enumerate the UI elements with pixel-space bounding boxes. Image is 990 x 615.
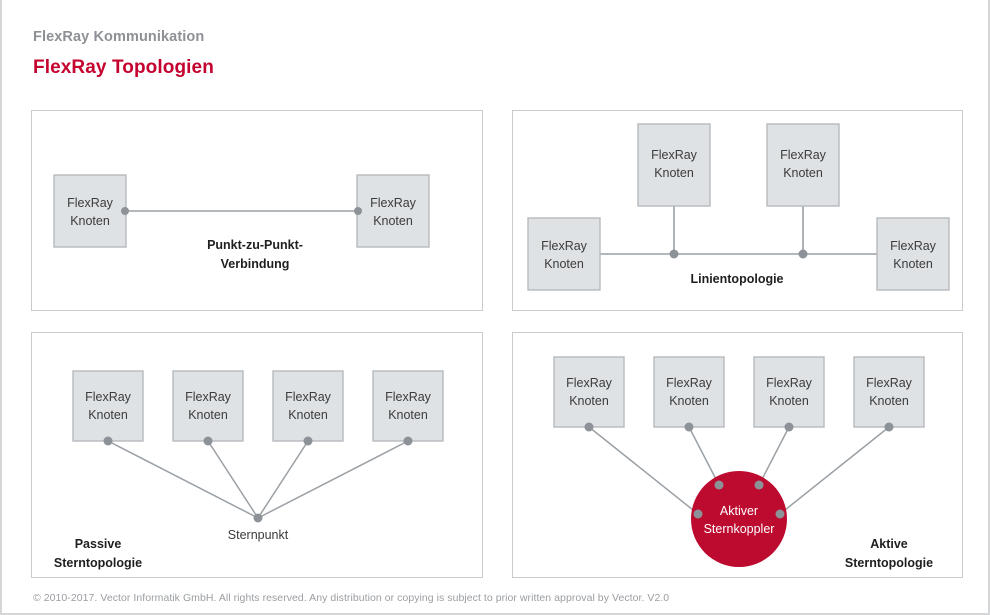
coupler-port-dot (775, 509, 785, 519)
star-leg (207, 440, 259, 519)
node-box[interactable] (53, 174, 127, 248)
panel-caption-line2: Sterntopologie (54, 556, 142, 570)
node-label-line1: FlexRay (67, 196, 114, 210)
node-box[interactable] (72, 370, 144, 442)
footer-copyright: © 2010-2017. Vector Informatik GmbH. All… (33, 592, 670, 604)
node-box[interactable] (553, 356, 625, 428)
node-label-line1: FlexRay (185, 390, 232, 404)
node-label-line2: Knoten (569, 394, 609, 408)
star-leg (688, 426, 720, 486)
panel-point-to-point: FlexRay Knoten FlexRay Knoten Punkt-zu-P… (31, 110, 483, 311)
panel-line-topology: FlexRay Knoten FlexRay Knoten FlexRay Kn… (512, 110, 963, 311)
node-box[interactable] (766, 123, 840, 207)
node-label-line2: Knoten (88, 408, 128, 422)
panel-active-star: Aktiver Sternkoppler FlexRay Knoten Flex… (512, 332, 963, 578)
node-label-line1: FlexRay (780, 148, 827, 162)
star-leg (257, 440, 309, 519)
node-label-line2: Knoten (654, 166, 694, 180)
node-box[interactable] (637, 123, 711, 207)
node-box[interactable] (653, 356, 725, 428)
diagram-line-topology: FlexRay Knoten FlexRay Knoten FlexRay Kn… (527, 123, 950, 291)
star-leg (779, 426, 890, 515)
node-label-line1: FlexRay (766, 376, 813, 390)
node-label-line1: FlexRay (85, 390, 132, 404)
panel-caption-line2: Verbindung (221, 257, 290, 271)
node-label-line1: FlexRay (370, 196, 417, 210)
connector-dot (103, 436, 113, 446)
node-label-line2: Knoten (769, 394, 809, 408)
node-label-line1: FlexRay (666, 376, 713, 390)
node-label-line1: FlexRay (566, 376, 613, 390)
connector-dot (403, 436, 413, 446)
panel-caption-line1: Passive (75, 537, 122, 551)
node-label-line2: Knoten (893, 257, 933, 271)
star-leg (107, 440, 259, 519)
star-point-label: Sternpunkt (228, 528, 289, 542)
connector-dot (354, 207, 362, 215)
coupler-port-dot (693, 509, 703, 519)
diagram-passive-star: FlexRay Knoten FlexRay Knoten FlexRay Kn… (54, 370, 444, 570)
node-label-line1: FlexRay (866, 376, 913, 390)
active-star-coupler[interactable] (691, 471, 787, 567)
panel-caption-line2: Sterntopologie (845, 556, 933, 570)
connector-dot (584, 422, 594, 432)
panel-caption-line1: Linientopologie (690, 272, 783, 286)
node-label-line2: Knoten (70, 214, 110, 228)
connector-dot (203, 436, 213, 446)
panel-caption-line1: Punkt-zu-Punkt- (207, 238, 303, 252)
star-point-dot (253, 513, 263, 523)
node-box[interactable] (853, 356, 925, 428)
junction-dot (669, 249, 679, 259)
star-leg (257, 440, 409, 519)
node-box[interactable] (372, 370, 444, 442)
page-title: FlexRay Topologien (33, 57, 214, 78)
node-label-line2: Knoten (544, 257, 584, 271)
node-label-line1: FlexRay (541, 239, 588, 253)
slide-eyebrow: FlexRay Kommunikation (33, 29, 205, 45)
panel-passive-star: FlexRay Knoten FlexRay Knoten FlexRay Kn… (31, 332, 483, 578)
node-box[interactable] (876, 217, 950, 291)
node-box[interactable] (527, 217, 601, 291)
coupler-label-line1: Aktiver (720, 504, 758, 518)
node-label-line1: FlexRay (285, 390, 332, 404)
node-label-line2: Knoten (669, 394, 709, 408)
node-label-line2: Knoten (373, 214, 413, 228)
diagram-point-to-point: FlexRay Knoten FlexRay Knoten Punkt-zu-P… (53, 174, 430, 271)
junction-dot (798, 249, 808, 259)
panel-caption-line1: Aktive (870, 537, 908, 551)
node-label-line1: FlexRay (651, 148, 698, 162)
node-label-line2: Knoten (288, 408, 328, 422)
node-label-line2: Knoten (388, 408, 428, 422)
node-label-line2: Knoten (869, 394, 909, 408)
connector-dot (303, 436, 313, 446)
node-label-line2: Knoten (188, 408, 228, 422)
coupler-port-dot (714, 480, 724, 490)
connector-dot (121, 207, 129, 215)
node-box[interactable] (356, 174, 430, 248)
coupler-port-dot (754, 480, 764, 490)
star-leg (588, 426, 699, 515)
node-box[interactable] (753, 356, 825, 428)
diagram-active-star: Aktiver Sternkoppler FlexRay Knoten Flex… (553, 356, 933, 570)
connector-dot (884, 422, 894, 432)
node-box[interactable] (172, 370, 244, 442)
connector-dot (684, 422, 694, 432)
node-label-line2: Knoten (783, 166, 823, 180)
coupler-label-line2: Sternkoppler (704, 522, 775, 536)
node-box[interactable] (272, 370, 344, 442)
node-label-line1: FlexRay (890, 239, 937, 253)
star-leg (758, 426, 790, 486)
node-label-line1: FlexRay (385, 390, 432, 404)
connector-dot (784, 422, 794, 432)
